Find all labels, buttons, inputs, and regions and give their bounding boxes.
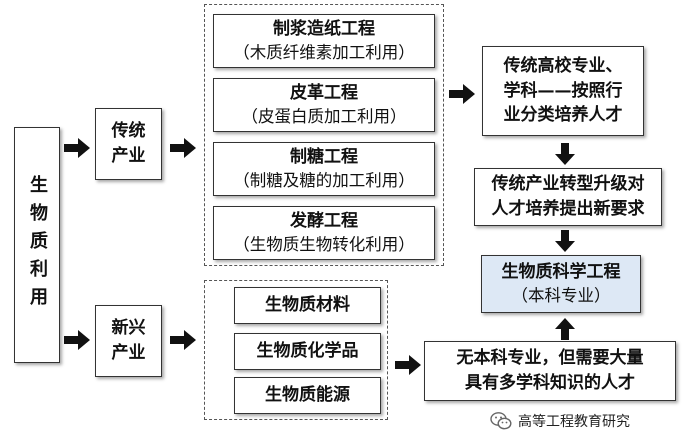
traditional-item-leather: 皮革工程 （皮蛋白质加工利用） xyxy=(213,78,435,132)
no-major-box: 无本科专业，但需要大量 具有多学科知识的人才 xyxy=(424,341,676,401)
item-detail: （制糖及糖的加工利用） xyxy=(233,171,415,191)
item-title: 生物质能源 xyxy=(265,385,350,406)
upgrade-line2: 人才培养提出新要求 xyxy=(491,199,645,219)
emerging-industry-line2: 产业 xyxy=(111,343,146,363)
no-major-line1: 无本科专业，但需要大量 xyxy=(456,348,644,369)
traditional-item-sugar: 制糖工程 （制糖及糖的加工利用） xyxy=(213,142,435,196)
biomass-science-box: 生物质科学工程 （本科专业） xyxy=(481,255,641,313)
arrow-up-to-biomass-science xyxy=(555,318,575,340)
traditional-talent-line1: 传统高校专业、 xyxy=(503,56,623,77)
upgrade-line1: 传统产业转型升级对 xyxy=(491,174,645,195)
arrow-group-to-traditional-talent xyxy=(449,84,475,104)
upgrade-box: 传统产业转型升级对 人才培养提出新要求 xyxy=(474,168,662,226)
traditional-talent-line2: 学科——按照行 xyxy=(503,80,623,101)
item-detail: （生物质生物转化利用） xyxy=(233,235,415,255)
emerging-items-group xyxy=(204,280,388,420)
wechat-icon xyxy=(490,411,512,431)
emerging-item-energy: 生物质能源 xyxy=(234,377,381,414)
traditional-industry-line1: 传统 xyxy=(111,121,146,142)
emerging-industry-box: 新兴 产业 xyxy=(95,305,162,377)
arrow-emerging-to-group xyxy=(170,330,196,350)
emerging-industry-line1: 新兴 xyxy=(111,318,146,339)
arrow-traditional-to-group xyxy=(170,138,196,158)
item-title: 皮革工程 xyxy=(290,82,358,103)
traditional-industry-box: 传统 产业 xyxy=(95,108,162,180)
no-major-line2: 具有多学科知识的人才 xyxy=(465,373,635,393)
biomass-science-line2: （本科专业） xyxy=(511,286,611,306)
item-title: 发酵工程 xyxy=(290,210,358,231)
biomass-utilization-label: 生物质利用 xyxy=(27,175,49,315)
item-title: 制浆造纸工程 xyxy=(273,18,375,39)
traditional-item-fermentation: 发酵工程 （生物质生物转化利用） xyxy=(213,206,435,260)
emerging-item-chemicals: 生物质化学品 xyxy=(234,333,381,370)
item-title: 生物质化学品 xyxy=(256,341,359,362)
item-detail: （皮蛋白质加工利用） xyxy=(241,107,407,127)
item-title: 生物质材料 xyxy=(265,295,350,316)
biomass-science-line1: 生物质科学工程 xyxy=(501,261,621,282)
traditional-industry-line2: 产业 xyxy=(111,146,146,166)
arrow-group-to-no-major xyxy=(395,355,421,375)
arrow-root-to-emerging xyxy=(64,330,90,350)
traditional-item-pulp-paper: 制浆造纸工程 （木质纤维素加工利用） xyxy=(213,14,435,68)
emerging-item-materials: 生物质材料 xyxy=(234,287,381,324)
traditional-items-group xyxy=(204,4,444,266)
biomass-utilization-box: 生物质利用 xyxy=(14,127,60,363)
traditional-talent-line3: 业分类培养人才 xyxy=(503,105,623,126)
watermark-text: 高等工程教育研究 xyxy=(518,414,630,430)
item-detail: （木质纤维素加工利用） xyxy=(233,43,415,63)
item-title: 制糖工程 xyxy=(290,146,358,167)
arrow-down-to-upgrade xyxy=(555,143,575,165)
arrow-down-to-biomass-science xyxy=(555,230,575,252)
arrow-root-to-traditional xyxy=(64,138,90,158)
watermark: 高等工程教育研究 xyxy=(490,410,690,432)
traditional-talent-box: 传统高校专业、 学科——按照行 业分类培养人才 xyxy=(482,46,644,136)
